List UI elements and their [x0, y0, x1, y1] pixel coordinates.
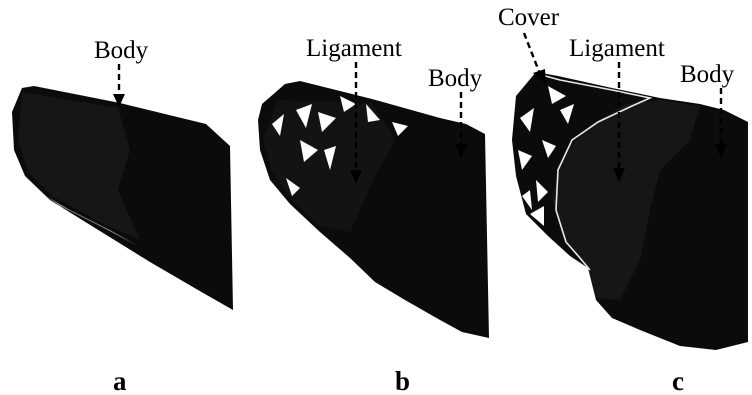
panel-b: Ligament Body b — [258, 35, 489, 395]
panel-b-letter: b — [395, 366, 410, 395]
panel-c: Cover Ligament Body c — [498, 4, 748, 395]
panel-c-label-cover: Cover — [498, 4, 560, 31]
panel-a: Body a — [12, 37, 233, 395]
panel-b-label-body: Body — [428, 65, 483, 92]
panel-c-arrow-cover — [524, 33, 540, 74]
panel-a-label-body: Body — [94, 37, 149, 64]
panel-c-label-body: Body — [680, 61, 735, 88]
panel-c-letter: c — [672, 366, 684, 395]
panel-c-label-ligament: Ligament — [569, 35, 665, 62]
panel-a-letter: a — [113, 366, 127, 395]
panel-b-label-ligament: Ligament — [306, 35, 402, 62]
